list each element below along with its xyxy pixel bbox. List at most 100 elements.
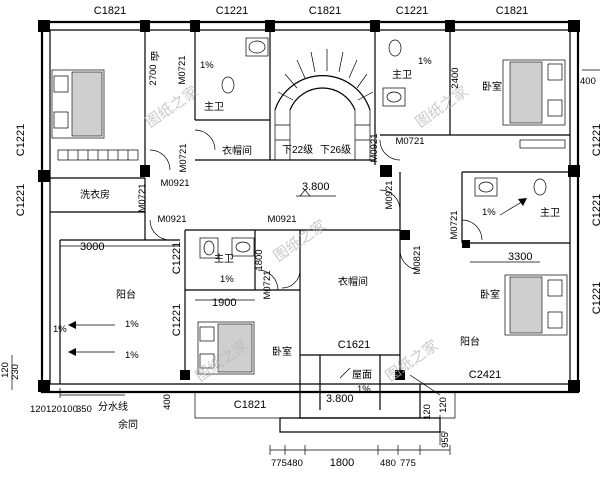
stair-label-down-26: 下26级 <box>320 144 351 156</box>
dim-120-e: 120 <box>438 397 449 413</box>
slope-label-2: 1% <box>418 56 432 67</box>
window-label-left-upper: C1221 <box>15 124 27 156</box>
room-label-cloak-b: 衣帽间 <box>338 275 368 288</box>
door-label-m0921-c: M0921 <box>267 214 296 225</box>
dim-955: 955 <box>440 432 451 448</box>
slope-label-7: 1% <box>53 324 67 335</box>
dim-775-right: 775 <box>400 458 416 469</box>
sink-e <box>474 177 498 197</box>
sink-s <box>231 237 255 257</box>
dim-2700: 2700 <box>148 64 159 85</box>
stair-label-down-22: 下22级 <box>282 144 313 156</box>
dim-230: 230 <box>10 364 21 380</box>
structural-columns <box>38 20 580 392</box>
slope-label-8: 1% <box>357 384 371 395</box>
dim-3300: 3300 <box>508 251 532 263</box>
dim-775-left: 775 <box>271 458 287 469</box>
elevation-hall: 3.800 <box>302 181 330 193</box>
window-label-inner-b: C1221 <box>171 304 183 336</box>
sink-ne <box>382 87 406 107</box>
dim-120-b: 120 <box>30 404 46 415</box>
dim-350: 350 <box>76 404 92 415</box>
watermark-5: 图纸之家 <box>383 337 442 385</box>
dim-480-left: 480 <box>287 458 303 469</box>
watermark-2: 图纸之家 <box>413 83 472 131</box>
door-label-m0721-e: M0721 <box>449 210 460 239</box>
bed-e <box>504 274 568 336</box>
door-label-m0921-b: M0921 <box>157 214 186 225</box>
room-label-bath-nw: 主卫 <box>204 101 224 113</box>
room-label-cloak-a: 衣帽间 <box>222 144 252 157</box>
window-label-top-bath-left: C1221 <box>216 5 248 17</box>
room-label-laundry: 洗衣房 <box>80 188 110 201</box>
dim-1800-bottom: 1800 <box>330 457 354 469</box>
slope-label-5: 1% <box>125 319 139 330</box>
interior-walls <box>50 30 570 410</box>
note-overflow: 余同 <box>118 418 138 431</box>
window-label-top-left: C1821 <box>94 5 126 17</box>
door-label-m0921-d: M0921 <box>369 133 380 162</box>
room-label-bath-e: 主卫 <box>540 207 560 219</box>
dim-400-lower: 400 <box>162 394 173 410</box>
window-label-right-lower: C1221 <box>591 282 603 314</box>
room-label-bedroom-e: 卧室 <box>480 288 500 301</box>
dim-120-c: 120 <box>46 404 62 415</box>
toilet-e <box>533 178 547 196</box>
door-label-m0721-b: M0721 <box>178 143 189 172</box>
wardrobes <box>57 139 566 161</box>
dimension-lines <box>11 69 600 455</box>
dim-1900: 1900 <box>212 297 236 309</box>
room-label-bedroom-s: 卧室 <box>272 345 292 358</box>
door-label-m0721-c: M0721 <box>137 183 148 212</box>
elevation-entry: 3.800 <box>326 393 354 405</box>
window-label-left-lower: C1221 <box>15 184 27 216</box>
dim-120-a: 120 <box>0 362 11 378</box>
door-label-m0721-a: M0721 <box>177 55 188 84</box>
spiral-stair <box>274 49 374 160</box>
window-label-top-bath-right: C1221 <box>396 5 428 17</box>
door-label-m0721-top: M0721 <box>395 136 424 147</box>
dim-480-right: 480 <box>380 458 396 469</box>
window-label-top-right: C1821 <box>496 5 528 17</box>
room-label-balcony-w: 阳台 <box>116 288 136 301</box>
watermark-1: 图纸之家 <box>143 83 202 131</box>
room-label-bath-ne: 主卫 <box>392 69 412 81</box>
dim-100: 100 <box>62 404 78 415</box>
door-swings <box>149 129 483 291</box>
door-label-m0821: M0821 <box>412 245 423 274</box>
door-label-m0921-a: M0921 <box>160 178 189 189</box>
bath-fixtures <box>199 37 547 259</box>
room-label-bedroom-nw: 卧 <box>150 50 160 63</box>
window-label-bottom-c1821: C1821 <box>234 399 266 411</box>
slope-arrows <box>59 198 527 398</box>
beds <box>51 59 568 375</box>
room-label-bedroom-ne: 卧室 <box>482 80 502 93</box>
room-label-bath-s: 主卫 <box>214 253 234 265</box>
room-label-balcony-e: 阳台 <box>460 335 480 348</box>
window-label-right-upper: C1221 <box>591 124 603 156</box>
elevation-hall-mark <box>296 189 336 197</box>
bed-s <box>197 321 255 375</box>
window-label-right-middle: C1221 <box>591 194 603 226</box>
door-label-m0921-e: M0921 <box>384 180 395 209</box>
slope-label-4: 1% <box>220 274 234 285</box>
slope-label-6: 1% <box>125 350 139 361</box>
sink-nw <box>248 40 266 54</box>
room-label-roof: 屋面 <box>352 369 372 381</box>
toilet-ne <box>388 39 402 57</box>
window-label-top-stair: C1821 <box>309 5 341 17</box>
dim-1800-v: 1800 <box>254 249 265 270</box>
toilet-nw <box>221 76 235 94</box>
note-drain-line: 分水线 <box>98 400 128 413</box>
window-label-bottom-c2421: C2421 <box>469 369 501 381</box>
dim-400-right: 400 <box>580 76 596 87</box>
bed-nw <box>51 69 105 139</box>
bed-ne <box>502 59 566 126</box>
dim-120-d: 120 <box>422 404 433 420</box>
dim-2400: 2400 <box>450 67 461 88</box>
dim-3000: 3000 <box>80 241 104 253</box>
toilet-s <box>199 237 219 259</box>
door-label-m0721-d: M0721 <box>262 270 273 299</box>
slope-label-1: 1% <box>200 60 214 71</box>
